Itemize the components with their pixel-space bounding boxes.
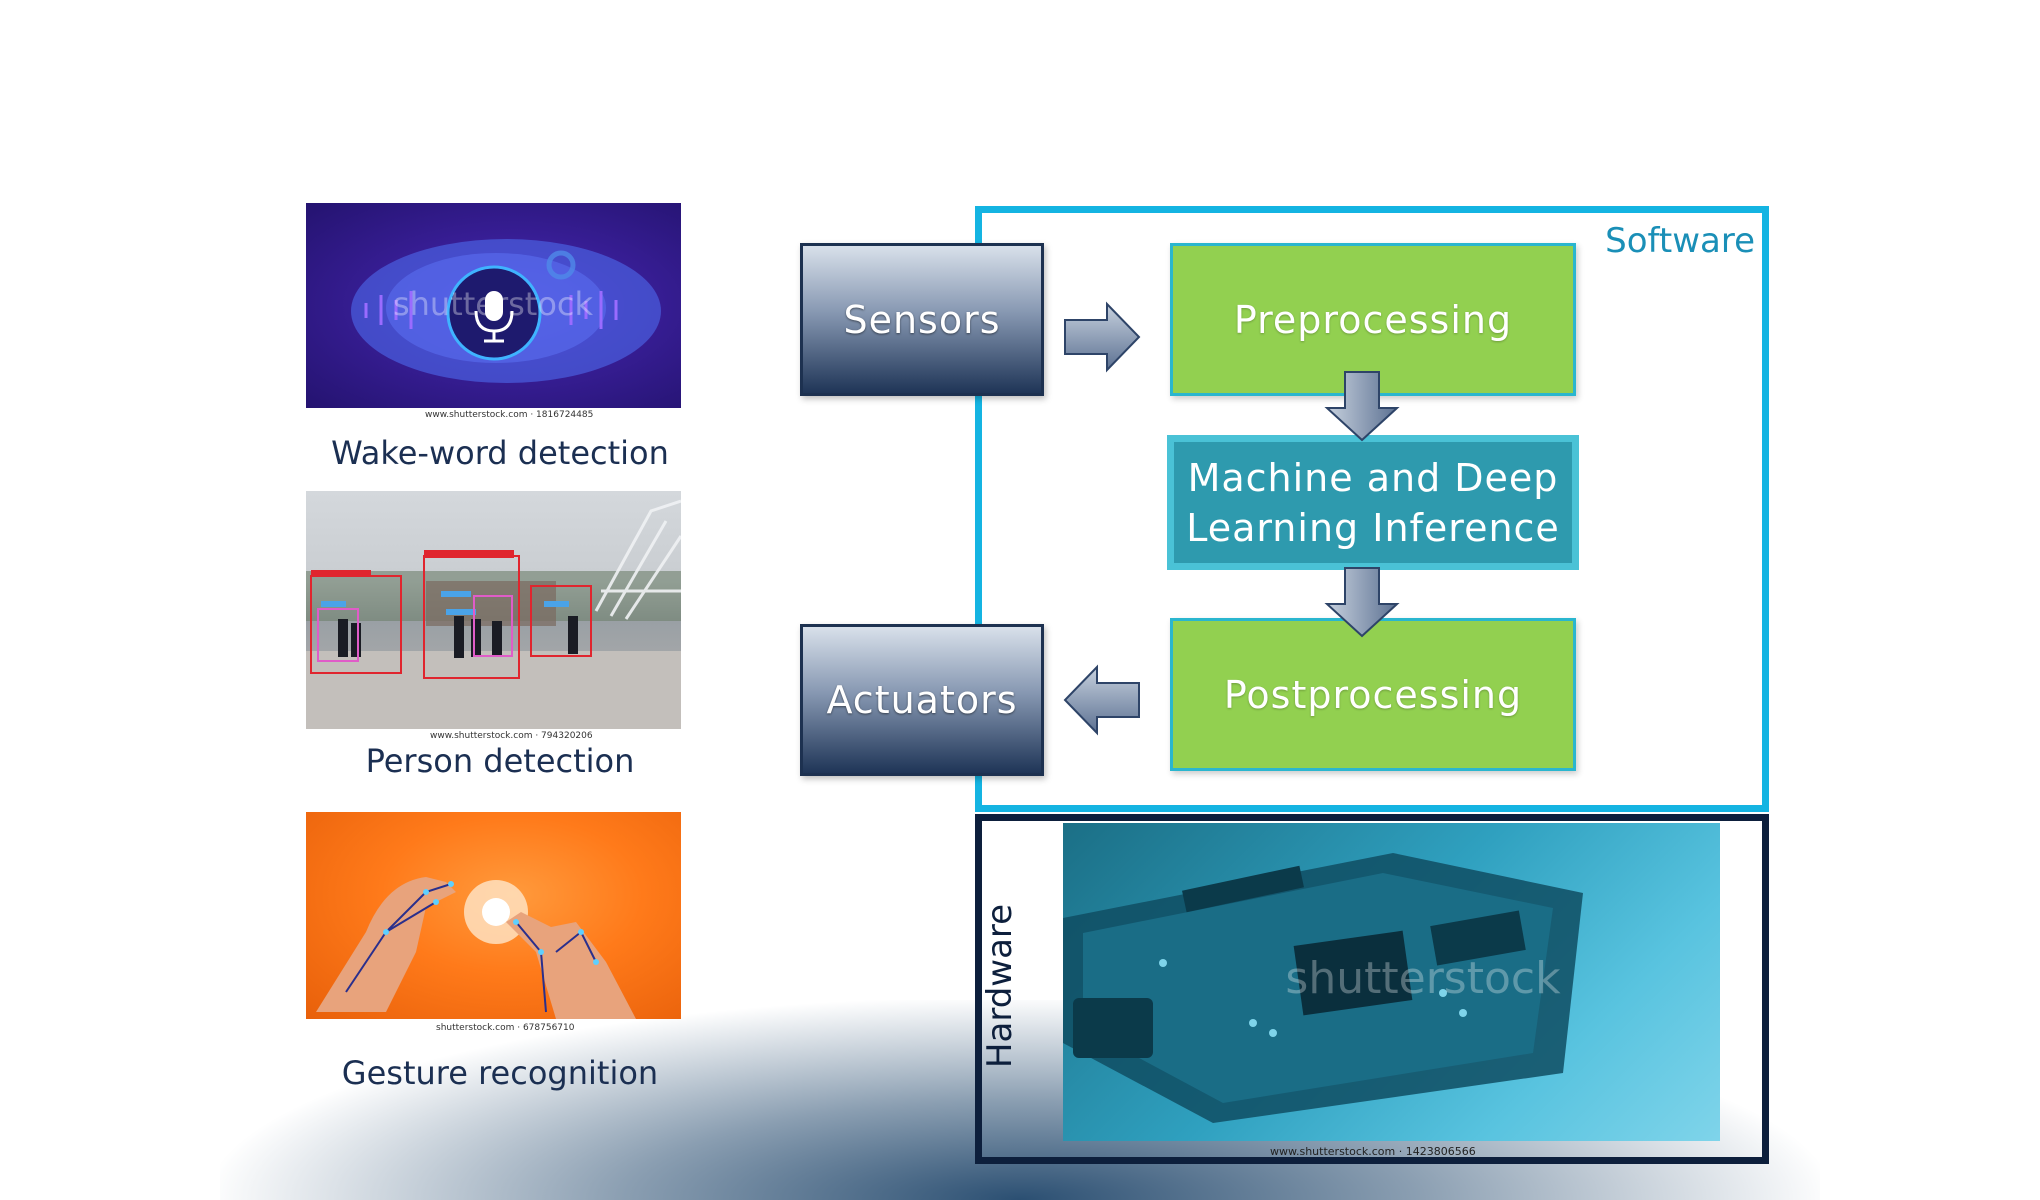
arrow-left-icon — [1063, 664, 1140, 736]
preprocessing-label: Preprocessing — [1233, 297, 1513, 342]
image-credit: shutterstock.com · 678756710 — [436, 1023, 575, 1033]
postprocessing-box: Postprocessing — [1170, 618, 1576, 771]
hardware-board-image: shutterstock — [1063, 823, 1720, 1141]
postprocessing-label: Postprocessing — [1223, 672, 1523, 717]
arrow-down-icon — [1324, 371, 1400, 442]
microphone-icon — [474, 291, 514, 343]
sound-wave-icon — [364, 291, 618, 329]
wake-word-caption: Wake-word detection — [331, 434, 669, 472]
arrow-down-icon — [1324, 567, 1400, 638]
gear-icon — [546, 250, 576, 280]
gesture-recognition-image — [306, 812, 681, 1019]
person-detection-caption: Person detection — [365, 742, 635, 780]
inference-label-line2: Learning Inference — [1186, 505, 1560, 550]
image-credit: www.shutterstock.com · 794320206 — [430, 731, 593, 741]
software-label: Software — [1605, 221, 1755, 261]
watermark: shutterstock — [393, 285, 594, 323]
sensors-box: Sensors — [800, 243, 1044, 396]
person-detection-image — [306, 491, 681, 729]
image-credit: www.shutterstock.com · 1816724485 — [425, 410, 594, 420]
inference-box: Machine and Deep Learning Inference — [1167, 435, 1579, 570]
preprocessing-box: Preprocessing — [1170, 243, 1576, 396]
hardware-frame — [975, 814, 1769, 1164]
watermark: shutterstock — [1285, 953, 1561, 1004]
actuators-box: Actuators — [800, 624, 1044, 776]
gesture-recognition-caption: Gesture recognition — [341, 1054, 659, 1092]
sensors-label: Sensors — [843, 297, 1001, 342]
wake-word-image: shutterstock — [306, 203, 681, 408]
software-frame — [975, 206, 1769, 812]
actuators-label: Actuators — [826, 678, 1018, 722]
hardware-label-text: Hardware — [980, 903, 1020, 1069]
inference-label-line1: Machine and Deep — [1187, 455, 1559, 500]
arrow-right-icon — [1064, 301, 1141, 373]
image-credit: www.shutterstock.com · 1423806566 — [1270, 1145, 1476, 1158]
